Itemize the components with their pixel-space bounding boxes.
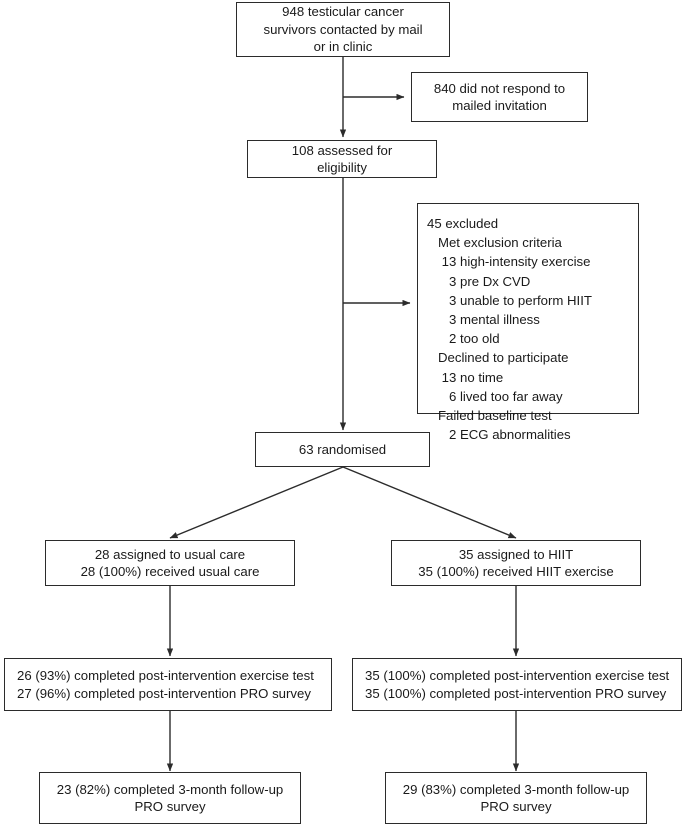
node-usual-care-3-month-followup: 23 (82%) completed 3-month follow-up PRO… xyxy=(39,772,301,824)
hiit-assigned-line-1: 35 assigned to HIIT xyxy=(458,546,574,562)
hiit-followup-line-1: 29 (83%) completed 3-month follow-up xyxy=(402,781,630,797)
excluded-line-8: Declined to participate xyxy=(427,350,569,366)
excluded-line-1: 45 excluded xyxy=(427,216,499,231)
node-randomised: 63 randomised xyxy=(255,432,430,467)
node-contacted-survivors: 948 testicular cancer survivors contacte… xyxy=(236,2,450,57)
excluded-line-9: 13 no time xyxy=(427,369,504,385)
excluded-line-5: 3 unable to perform HIIT xyxy=(427,292,592,308)
node-contacted-line-3: or in clinic xyxy=(313,39,373,55)
excluded-line-10: 6 lived too far away xyxy=(427,388,563,404)
excluded-line-7: 2 too old xyxy=(427,331,500,347)
node-assessed-line-1: 108 assessed for xyxy=(291,142,393,158)
usual-care-followup-line-2: PRO survey xyxy=(134,799,206,814)
excluded-line-6: 3 mental illness xyxy=(427,312,540,328)
connector-randomised-to-hiit xyxy=(342,466,517,539)
hiit-followup-line-2: PRO survey xyxy=(480,799,552,814)
usual-care-assigned-line-1: 28 assigned to usual care xyxy=(94,546,246,562)
node-assigned-usual-care: 28 assigned to usual care 28 (100%) rece… xyxy=(45,540,295,586)
node-assessed-for-eligibility: 108 assessed for eligibility xyxy=(247,140,437,178)
excluded-line-11: Failed baseline test xyxy=(427,408,552,424)
usual-care-post-line-1: 26 (93%) completed post-intervention exe… xyxy=(17,668,314,683)
node-contacted-line-1: 948 testicular cancer xyxy=(282,4,404,20)
node-no-response-line-2: mailed invitation xyxy=(452,98,547,113)
node-hiit-3-month-followup: 29 (83%) completed 3-month follow-up PRO… xyxy=(385,772,647,824)
node-contacted-line-2: survivors contacted by mail xyxy=(263,21,423,37)
excluded-line-12: 2 ECG abnormalities xyxy=(427,427,571,443)
node-assigned-hiit: 35 assigned to HIIT 35 (100%) received H… xyxy=(391,540,641,586)
usual-care-followup-line-1: 23 (82%) completed 3-month follow-up xyxy=(56,781,284,797)
connector-randomised-to-usual-care xyxy=(169,466,344,539)
excluded-line-2: Met exclusion criteria xyxy=(427,235,562,251)
excluded-line-3: 13 high-intensity exercise xyxy=(427,254,591,270)
node-randomised-line-1: 63 randomised xyxy=(298,441,387,457)
node-did-not-respond: 840 did not respond to mailed invitation xyxy=(411,72,588,122)
hiit-post-line-1: 35 (100%) completed post-intervention ex… xyxy=(365,668,670,683)
node-assessed-line-2: eligibility xyxy=(317,160,367,175)
hiit-assigned-line-2: 35 (100%) received HIIT exercise xyxy=(418,564,614,579)
node-no-response-line-1: 840 did not respond to xyxy=(433,80,566,96)
node-excluded: 45 excluded Met exclusion criteria 13 hi… xyxy=(417,203,639,442)
hiit-post-line-2: 35 (100%) completed post-intervention PR… xyxy=(365,685,667,701)
node-hiit-post-intervention: 35 (100%) completed post-intervention ex… xyxy=(352,658,682,711)
node-usual-care-post-intervention: 26 (93%) completed post-intervention exe… xyxy=(4,658,332,711)
excluded-line-4: 3 pre Dx CVD xyxy=(427,273,531,289)
usual-care-post-line-2: 27 (96%) completed post-intervention PRO… xyxy=(17,685,311,701)
usual-care-assigned-line-2: 28 (100%) received usual care xyxy=(80,564,260,579)
